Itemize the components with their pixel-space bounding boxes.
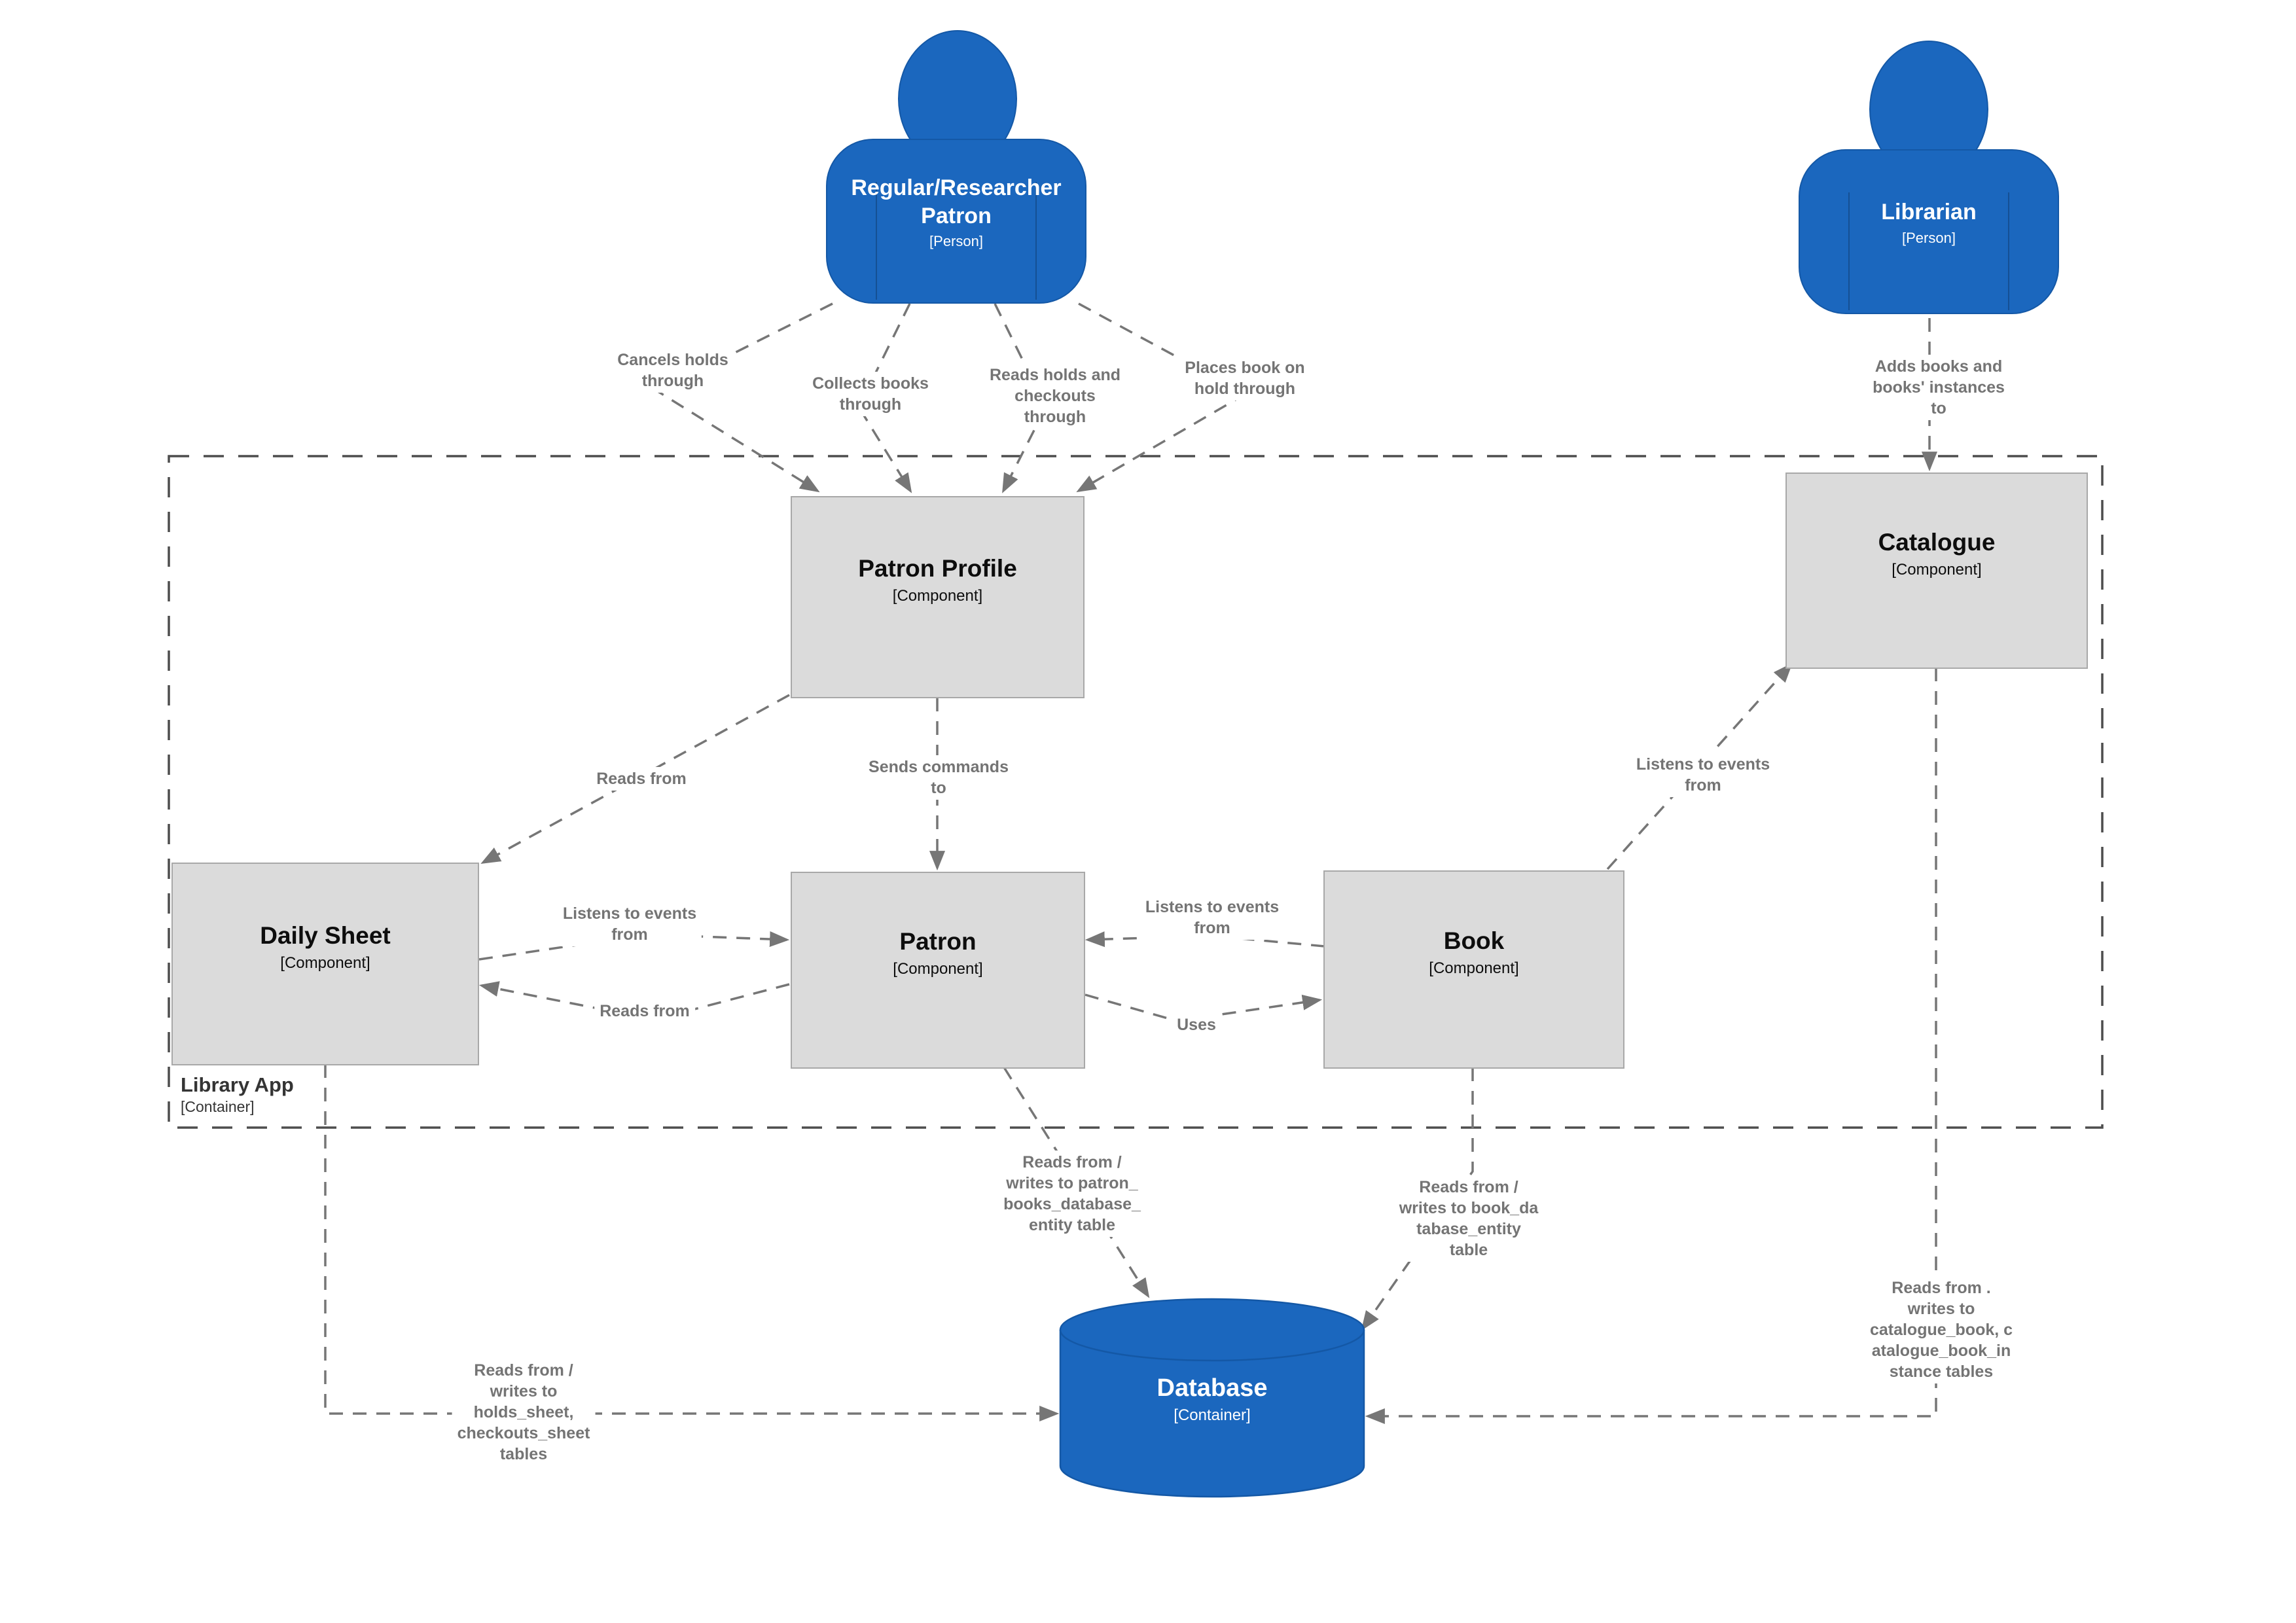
component-patron: Patron [Component] (791, 872, 1085, 1069)
edge-book-listens-patron (1085, 931, 1325, 948)
component-type: [Component] (893, 960, 983, 978)
patron-actor-name: Regular/Researcher Patron (851, 175, 1062, 228)
component-title: Patron Profile (858, 555, 1017, 582)
edge-label-cancels-holds: Cancels holds through (612, 348, 734, 393)
edge-label-listens-book: Listens to events from (1139, 895, 1285, 940)
edge-label-reads-from-daily: Reads from (594, 999, 695, 1023)
edge-label-uses: Uses (1172, 1013, 1221, 1037)
library-app-label: Library App [Container] (181, 1073, 294, 1116)
component-type: [Component] (280, 954, 370, 972)
patron-actor-type: [Person] (929, 233, 983, 249)
component-type: [Component] (1892, 560, 1982, 579)
component-daily-sheet: Daily Sheet [Component] (171, 863, 479, 1065)
edge-label-listens-daily: Listens to events from (557, 902, 702, 946)
edge-label-daily-db: Reads from / writes to holds_sheet, chec… (452, 1359, 596, 1466)
database-node: Database [Container] (1081, 1374, 1343, 1425)
edge-label-adds-books: Adds books and books' instances to (1867, 355, 2010, 420)
edge-cancels-holds (655, 302, 833, 493)
database-cylinder-top-icon (1059, 1298, 1365, 1362)
component-type: [Component] (1429, 959, 1519, 977)
librarian-actor-type: [Person] (1902, 229, 1956, 246)
edge-label-patron-db: Reads from / writes to patron_ books_dat… (998, 1150, 1146, 1237)
patron-actor: Regular/Researcher Patron [Person] (826, 139, 1086, 304)
person-arms-icon (1848, 192, 2009, 310)
person-arms-icon (876, 182, 1037, 300)
library-app-boundary (168, 455, 2104, 1129)
boundary-name: Library App (181, 1073, 294, 1096)
edge-label-reads-holds: Reads holds and checkouts through (984, 363, 1126, 429)
component-patron-profile: Patron Profile [Component] (791, 496, 1085, 698)
edge-label-book-db: Reads from / writes to book_da tabase_en… (1393, 1175, 1544, 1262)
boundary-type: [Container] (181, 1098, 255, 1115)
component-book: Book [Component] (1323, 870, 1624, 1069)
edge-label-reads-from-profile: Reads from (591, 767, 692, 791)
edge-label-collects-books: Collects books through (807, 372, 934, 416)
component-catalogue: Catalogue [Component] (1785, 473, 2088, 669)
database-type: [Container] (1174, 1406, 1251, 1424)
edge-label-listens-catalogue: Listens to events from (1630, 753, 1776, 797)
librarian-actor-name: Librarian (1881, 200, 1977, 225)
component-type: [Component] (892, 587, 983, 605)
edge-label-catalogue-db: Reads from . writes to catalogue_book, c… (1864, 1276, 2018, 1383)
component-title: Catalogue (1878, 528, 1996, 556)
edge-label-places-book: Places book on hold through (1179, 356, 1310, 401)
component-title: Daily Sheet (260, 921, 391, 949)
database-name: Database (1157, 1374, 1268, 1402)
component-title: Patron (899, 928, 977, 955)
edge-label-sends-commands: Sends commands to (863, 755, 1014, 800)
edge-reads-holds (994, 303, 1047, 493)
edge-patron-db (1003, 1067, 1150, 1298)
component-title: Book (1443, 927, 1505, 954)
edge-daily-db (324, 1064, 1060, 1422)
librarian-actor: Librarian [Person] (1799, 149, 2059, 314)
database-cylinder-icon (1059, 1330, 1365, 1498)
edge-book-db (1361, 1067, 1474, 1331)
